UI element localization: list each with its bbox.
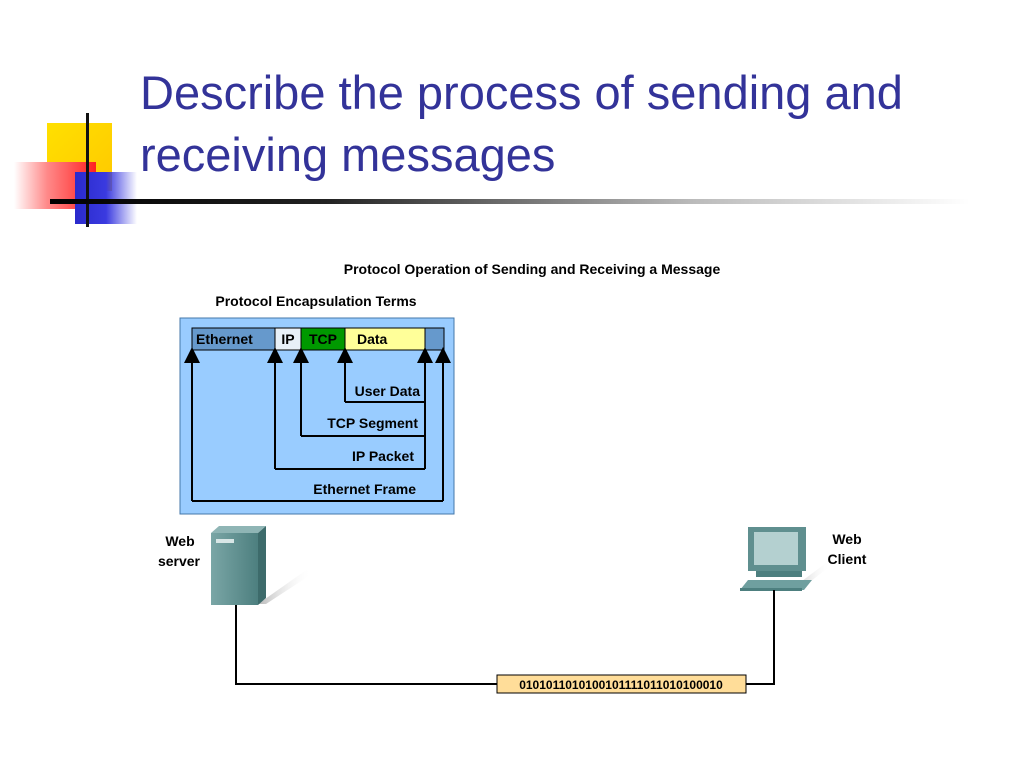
ethernet-frame-bracket	[184, 347, 451, 502]
encapsulation-panel	[179, 317, 455, 515]
ethernet-field-label: Ethernet	[196, 331, 253, 347]
slide-title-line-1: Describe the process of sending and	[140, 66, 903, 119]
client-label-line-1: Web	[832, 531, 861, 547]
slide-title-line-2: receiving messages	[140, 128, 556, 181]
decoration-blue-square	[75, 172, 137, 224]
bitstream-text: 0101011010100101111011010100010	[519, 678, 723, 692]
title-divider	[50, 199, 970, 204]
ip-packet-label: IP Packet	[352, 448, 414, 464]
encapsulation-heading: Protocol Encapsulation Terms	[215, 293, 416, 309]
user-data-label: User Data	[355, 383, 421, 399]
web-server-icon	[211, 526, 312, 605]
ethernet-frame-label: Ethernet Frame	[313, 481, 416, 497]
slide-title: Describe the process of sending and rece…	[140, 62, 1000, 186]
diagram-caption: Protocol Operation of Sending and Receiv…	[344, 261, 721, 277]
bitstream-box	[496, 674, 747, 694]
tcp-segment-label: TCP Segment	[327, 415, 418, 431]
ethernet-trailer-field	[424, 327, 445, 351]
data-field-label: Data	[357, 331, 388, 347]
network-cable	[235, 590, 775, 685]
tcp-field-label: TCP	[309, 331, 337, 347]
web-client-icon	[740, 527, 830, 591]
user-data-bracket	[337, 347, 433, 403]
tcp-segment-bracket	[293, 347, 426, 437]
server-label-line-2: server	[158, 553, 201, 569]
client-label-line-2: Client	[828, 551, 867, 567]
server-label-line-1: Web	[165, 533, 194, 549]
ip-field-label: IP	[281, 331, 294, 347]
decoration-vertical-line	[86, 113, 89, 227]
ip-packet-bracket	[267, 347, 426, 470]
